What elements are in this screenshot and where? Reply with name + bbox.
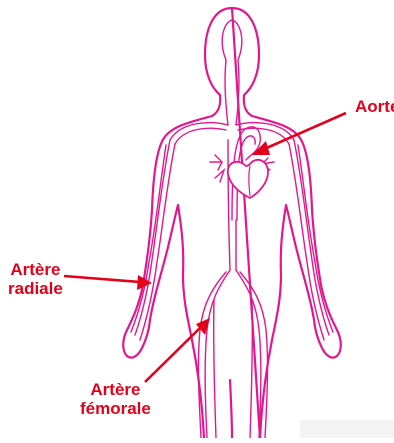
- leg-inner-right: [250, 300, 252, 438]
- branch-left-3: [215, 170, 224, 182]
- iliac-right: [236, 270, 261, 438]
- descending-aorta: [228, 140, 230, 270]
- heart-icon: [228, 160, 268, 198]
- vessel-shoulder-right: [236, 123, 294, 140]
- leg-split: [230, 380, 232, 438]
- label-aorte: Aorte: [355, 97, 394, 116]
- label-femorale-line1: Artère: [80, 380, 151, 399]
- vessel-neck-left: [225, 60, 228, 125]
- corner-panel: [300, 420, 394, 438]
- label-radiale-line2: radiale: [8, 279, 63, 298]
- vessel-shoulder-left-2: [175, 128, 226, 144]
- label-artere-radiale: Artère radiale: [8, 260, 63, 298]
- label-femorale-line2: fémorale: [80, 399, 151, 418]
- label-radiale-line1: Artère: [8, 260, 63, 279]
- leg-inner-left: [214, 300, 216, 438]
- arrow-radiale: [64, 276, 140, 282]
- vessels: [131, 20, 333, 438]
- arrows: [64, 113, 346, 382]
- vessel-head-left: [222, 20, 232, 60]
- vessel-shoulder-left: [170, 123, 228, 140]
- label-aorte-text: Aorte: [355, 97, 394, 116]
- iliac-left: [205, 270, 230, 438]
- label-artere-femorale: Artère fémorale: [80, 380, 151, 418]
